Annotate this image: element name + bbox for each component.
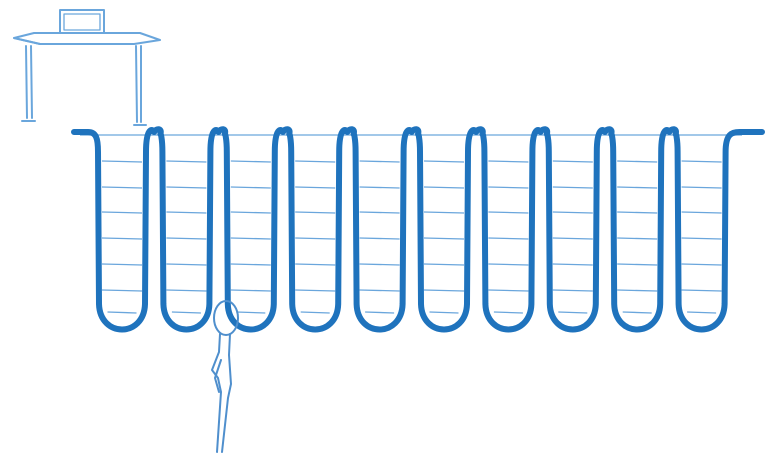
ladder-rung xyxy=(108,312,137,313)
ladder-rung xyxy=(102,238,142,239)
ladder-rung xyxy=(430,312,459,313)
ladder-rung xyxy=(166,264,206,265)
ladder-rung xyxy=(166,238,206,239)
ladder-rung xyxy=(172,312,201,313)
ladder-rung xyxy=(682,187,722,188)
ladder-rung xyxy=(682,161,722,162)
ladder-rung xyxy=(682,290,722,291)
ladder-rung xyxy=(231,238,271,239)
ladder-rung xyxy=(360,290,400,291)
ladder-rung xyxy=(295,264,335,265)
ladder-rung xyxy=(360,212,400,213)
ladder-rung xyxy=(295,161,335,162)
ladder-rung xyxy=(617,264,657,265)
ladder-rung xyxy=(360,238,400,239)
wave-outline xyxy=(74,129,762,329)
ladder-rung xyxy=(231,290,271,291)
ladder-rung xyxy=(494,312,523,313)
ladder-rung xyxy=(231,264,271,265)
ladder-rung xyxy=(424,238,464,239)
ladder-rung xyxy=(166,161,206,162)
ladder-rung xyxy=(553,238,593,239)
ladder-rung xyxy=(102,264,142,265)
ladder-rung xyxy=(102,290,142,291)
ladder-rung xyxy=(623,312,652,313)
ladder-rung xyxy=(682,264,722,265)
ladder-rung xyxy=(553,264,593,265)
ladder-rung xyxy=(231,212,271,213)
ladder-rung xyxy=(166,187,206,188)
ladder-rung xyxy=(682,238,722,239)
wavy-trough-line xyxy=(74,129,762,329)
ladder-rung xyxy=(488,238,528,239)
ladder-rung xyxy=(617,290,657,291)
ladder-rung xyxy=(553,161,593,162)
ladder-rung xyxy=(166,290,206,291)
ladder-rung xyxy=(295,238,335,239)
ladder-rung xyxy=(424,290,464,291)
figure-back xyxy=(212,334,221,452)
ladder-rung xyxy=(687,312,716,313)
ladder-rung xyxy=(295,187,335,188)
ladder-rung xyxy=(301,312,330,313)
ladder-rung xyxy=(231,161,271,162)
desk xyxy=(14,10,160,125)
ladder-rung xyxy=(617,212,657,213)
ladder-rungs xyxy=(80,135,742,313)
ladder-rung xyxy=(102,187,142,188)
ladder-rung xyxy=(553,290,593,291)
ladder-rung xyxy=(553,212,593,213)
ladder-rung xyxy=(424,187,464,188)
ladder-rung xyxy=(617,238,657,239)
laptop-icon xyxy=(60,10,104,33)
ladder-rung xyxy=(102,212,142,213)
ladder-rung xyxy=(617,187,657,188)
ladder-rung xyxy=(617,161,657,162)
ladder-rung xyxy=(488,161,528,162)
ladder-rung xyxy=(365,312,394,313)
ladder-rung xyxy=(360,187,400,188)
ladder-rung xyxy=(360,161,400,162)
ladder-rung xyxy=(682,212,722,213)
ladder-rung xyxy=(424,212,464,213)
ladder-rung xyxy=(488,187,528,188)
ladder-rung xyxy=(488,290,528,291)
ladder-rung xyxy=(295,212,335,213)
ladder-rung xyxy=(553,187,593,188)
ladder-rung xyxy=(236,312,265,313)
ladder-rung xyxy=(295,290,335,291)
ladder-rung xyxy=(424,264,464,265)
ladder-rung xyxy=(166,212,206,213)
ladder-rung xyxy=(424,161,464,162)
figure-front xyxy=(222,334,231,452)
ladder-rung xyxy=(360,264,400,265)
ladder-rung xyxy=(488,212,528,213)
ladder-rung xyxy=(102,161,142,162)
ladder-rung xyxy=(231,187,271,188)
ladder-rung xyxy=(488,264,528,265)
ladder-rung xyxy=(558,312,587,313)
